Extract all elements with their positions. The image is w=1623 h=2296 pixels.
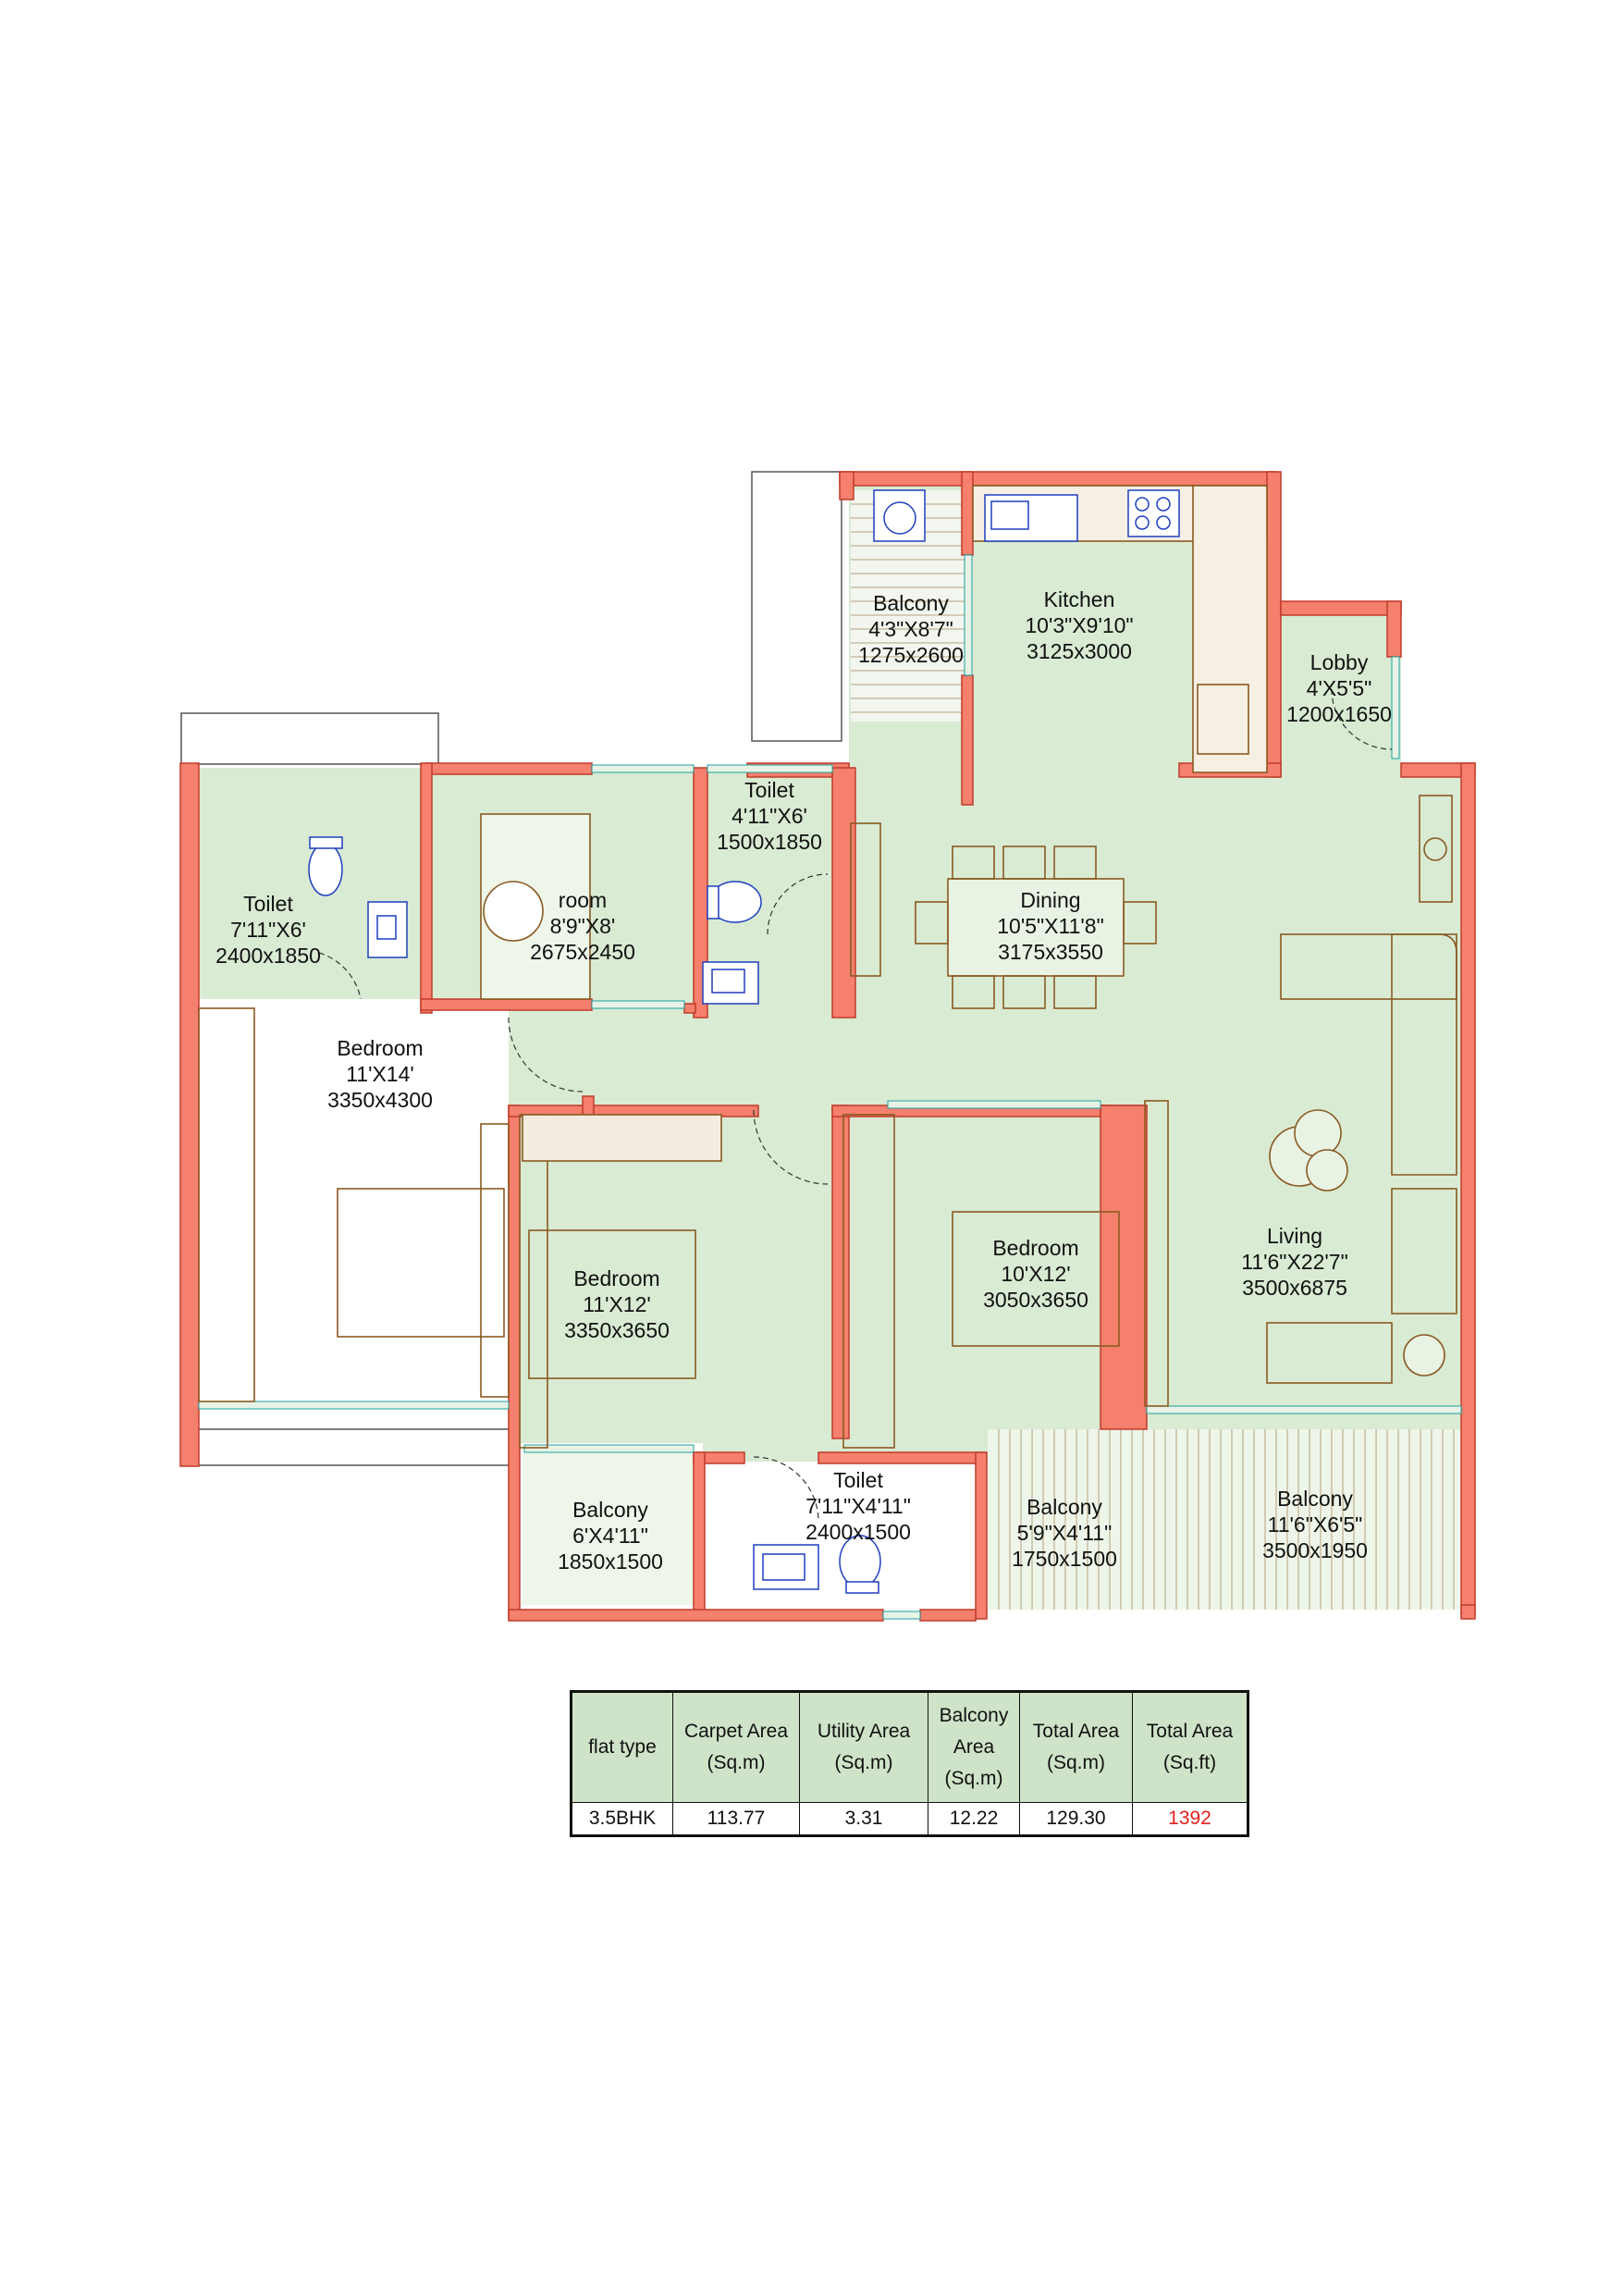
room-size-metric: 3350x4300 (327, 1088, 433, 1112)
room-size-imperial: 4'11"X6' (732, 804, 807, 828)
room-name: Toilet (744, 778, 794, 802)
col-flat-type: flat type (571, 1691, 673, 1803)
room-size-imperial: 10'5"X11'8" (997, 914, 1104, 938)
room-size-metric: 3175x3550 (998, 940, 1103, 964)
room-size-metric: 1275x2600 (858, 643, 964, 667)
room-name: Lobby (1310, 650, 1369, 674)
room-size-metric: 3350x3650 (564, 1318, 670, 1342)
room-size-metric: 2400x1500 (805, 1520, 911, 1544)
room-size-imperial: 7'11"X4'11" (805, 1494, 911, 1518)
windows (198, 554, 1462, 1620)
room-name: Dining (1020, 888, 1080, 912)
room-size-imperial: 11'6"X6'5" (1268, 1512, 1363, 1537)
furniture (198, 485, 1457, 1449)
cell-flat-type: 3.5BHK (571, 1802, 673, 1836)
room-size-metric: 1850x1500 (558, 1549, 663, 1574)
fixtures (308, 489, 1180, 1594)
room-name: Balcony (1277, 1487, 1353, 1511)
cell-balcony-area: 12.22 (928, 1802, 1020, 1836)
room-name: room (559, 888, 607, 912)
room-size-metric: 1750x1500 (1012, 1547, 1117, 1571)
cell-total-area-sqm: 129.30 (1019, 1802, 1133, 1836)
room-name: Balcony (1027, 1495, 1102, 1519)
room-size-imperial: 10'X12' (1001, 1262, 1070, 1286)
room-size-imperial: 11'X14' (346, 1062, 414, 1086)
room-size-imperial: 11'6"X22'7" (1241, 1250, 1348, 1274)
room-name: Toilet (833, 1468, 883, 1492)
room-name: Bedroom (337, 1036, 423, 1060)
table-row: 3.5BHK 113.77 3.31 12.22 129.30 1392 (571, 1802, 1248, 1836)
room-size-metric: 3500x6875 (1242, 1276, 1347, 1300)
room-name: Balcony (572, 1498, 648, 1522)
room-name: Living (1267, 1224, 1322, 1248)
exterior-outlines (180, 471, 842, 1466)
bed-2 (528, 1229, 696, 1379)
balcony-decks (523, 490, 1469, 1610)
doors (318, 688, 1393, 1523)
room-size-imperial: 10'3"X9'10" (1025, 613, 1133, 637)
room-size-metric: 1500x1850 (717, 830, 822, 854)
cell-carpet-area: 113.77 (672, 1802, 800, 1836)
wardrobe-1 (198, 1007, 255, 1402)
cell-utility-area: 3.31 (799, 1802, 928, 1836)
table-header-row: flat type Carpet Area(Sq.m) Utility Area… (571, 1691, 1248, 1803)
room-name: Bedroom (992, 1236, 1078, 1260)
col-utility-area: Utility Area(Sq.m) (799, 1691, 928, 1803)
room-name: Balcony (873, 591, 949, 615)
room-size-imperial: 5'9"X4'11" (1017, 1521, 1113, 1545)
room-name: Bedroom (573, 1266, 659, 1290)
room-name: Kitchen (1044, 587, 1115, 611)
cell-total-area-sqft: 1392 (1132, 1802, 1248, 1836)
room-size-metric: 3125x3000 (1027, 639, 1132, 663)
bed-3 (952, 1211, 1120, 1347)
room-size-metric: 1200x1650 (1286, 702, 1392, 726)
room-size-metric: 2675x2450 (530, 940, 635, 964)
room-size-imperial: 4'X5'5" (1307, 676, 1372, 700)
room-size-metric: 3050x3650 (983, 1288, 1088, 1312)
room-size-metric: 2400x1850 (215, 944, 321, 968)
col-carpet-area: Carpet Area(Sq.m) (672, 1691, 800, 1803)
room-size-imperial: 11'X12' (583, 1292, 651, 1316)
room-size-imperial: 7'11"X6' (230, 918, 306, 942)
room-size-imperial: 4'3"X8'7" (868, 617, 953, 641)
room-size-metric: 3500x1950 (1262, 1538, 1368, 1562)
col-total-area-sqft: Total Area(Sq.ft) (1132, 1691, 1248, 1803)
wardrobe-2 (522, 1114, 722, 1162)
lobby-floor (1281, 615, 1401, 772)
col-total-area-sqm: Total Area(Sq.m) (1019, 1691, 1133, 1803)
room-size-imperial: 8'9"X8' (550, 914, 616, 938)
area-table: flat type Carpet Area(Sq.m) Utility Area… (570, 1690, 1249, 1837)
room-size-imperial: 6'X4'11" (572, 1524, 648, 1548)
room-name: Toilet (243, 892, 293, 916)
bed-master (337, 1188, 505, 1338)
